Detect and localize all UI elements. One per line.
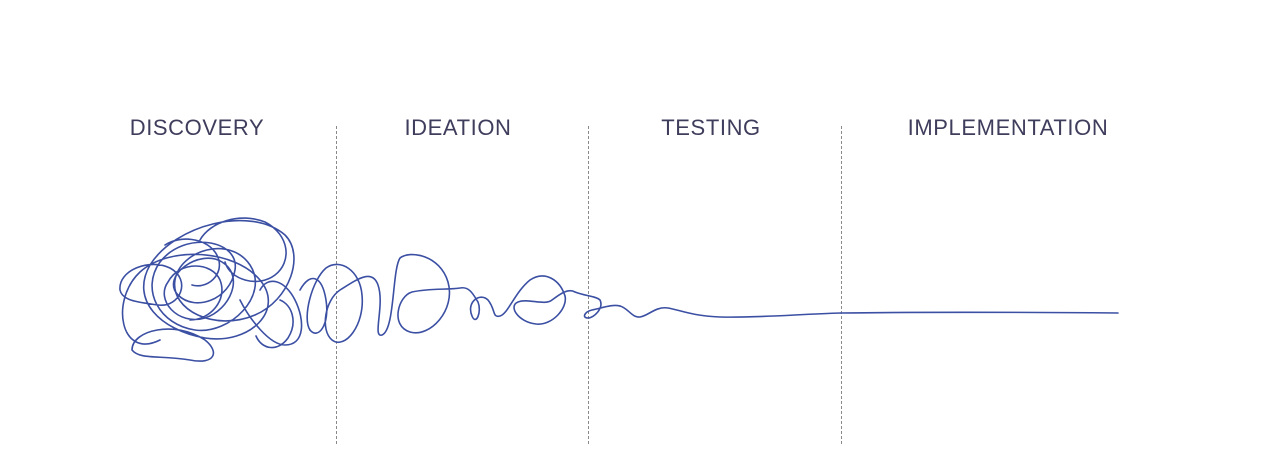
scribble-ideation-loops	[306, 253, 621, 343]
phase-label-implementation: IMPLEMENTATION	[907, 115, 1109, 140]
scribble-testing-waves	[619, 305, 842, 318]
phase-divider-discovery-ideation	[336, 126, 337, 444]
scribble-discovery-tangle	[119, 217, 328, 362]
phase-label-ideation: IDEATION	[404, 115, 512, 140]
phase-label-testing: TESTING	[661, 115, 761, 140]
phase-divider-ideation-testing	[588, 126, 589, 444]
scribble-implementation-line	[840, 311, 1119, 314]
phase-divider-testing-implementation	[841, 126, 842, 444]
phase-label-discovery: DISCOVERY	[129, 115, 265, 140]
